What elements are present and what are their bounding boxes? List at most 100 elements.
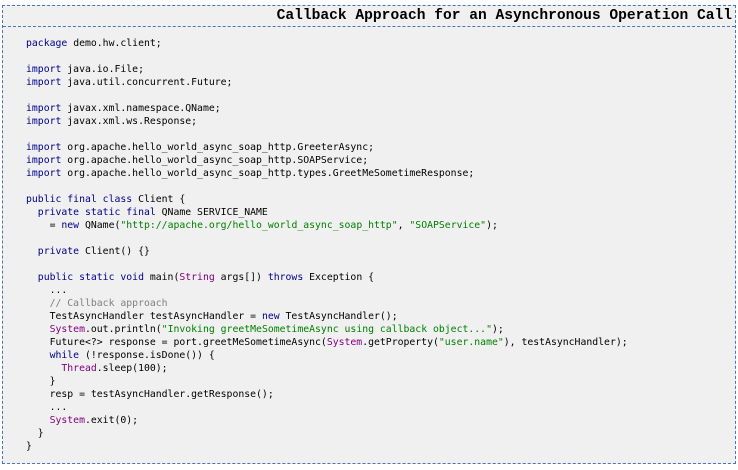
code-token: java.io.File; (61, 64, 144, 75)
panel-title: Callback Approach for an Asynchronous Op… (3, 6, 735, 27)
code-line: import java.io.File; (26, 63, 628, 76)
code-token: org.apache.hello_world_async_soap_http.G… (61, 142, 374, 153)
code-token: import (26, 116, 62, 127)
code-token (26, 324, 50, 335)
code-token (26, 415, 50, 426)
code-line: import javax.xml.namespace.QName; (26, 102, 628, 115)
code-token: "SOAPService" (409, 220, 487, 231)
code-token: main( (143, 272, 180, 283)
code-token: TestAsyncHandler testAsyncHandler = (26, 311, 262, 322)
code-token: Client { (132, 194, 186, 205)
code-token: } (26, 376, 56, 387)
code-token: String (179, 272, 215, 283)
code-line: Thread.sleep(100); (26, 362, 628, 375)
code-token: javax.xml.namespace.QName; (61, 103, 221, 114)
code-line: ... (26, 284, 628, 297)
code-line: } (26, 427, 628, 440)
code-token: private static final (37, 207, 156, 218)
code-line (26, 89, 628, 102)
code-token: resp = testAsyncHandler.getResponse(); (26, 389, 274, 400)
code-token: import (26, 77, 62, 88)
code-line: import java.util.concurrent.Future; (26, 76, 628, 89)
code-line: import org.apache.hello_world_async_soap… (26, 141, 628, 154)
code-token: } (26, 428, 44, 439)
code-token: Client() {} (79, 246, 150, 257)
code-token: org.apache.hello_world_async_soap_http.S… (61, 155, 369, 166)
code-token: ); (486, 220, 498, 231)
code-token (26, 298, 50, 309)
code-token: "Invoking greetMeSometimeAsync using cal… (161, 324, 492, 335)
code-token: package (26, 38, 68, 49)
code-line: import org.apache.hello_world_async_soap… (26, 167, 628, 180)
code-token: ), testAsyncHandler); (503, 337, 628, 348)
code-token: Thread (61, 363, 97, 374)
code-token: public final class (26, 194, 133, 205)
code-line: } (26, 375, 628, 388)
code-token: import (26, 155, 62, 166)
code-token: import (26, 103, 62, 114)
code-token: import (26, 64, 62, 75)
code-token: .exit(0); (84, 415, 139, 426)
code-line (26, 232, 628, 245)
code-block: package demo.hw.client; import java.io.Fi… (26, 37, 628, 453)
code-line: TestAsyncHandler testAsyncHandler = new … (26, 310, 628, 323)
code-line: import org.apache.hello_world_async_soap… (26, 154, 628, 167)
code-token: import (26, 168, 62, 179)
code-token: .getProperty( (362, 337, 439, 348)
code-token: } (26, 441, 32, 452)
code-token: javax.xml.ws.Response; (61, 116, 198, 127)
code-token: while (49, 350, 80, 361)
code-line: } (26, 440, 628, 453)
code-token: "http://apache.org/hello_world_async_soa… (120, 220, 398, 231)
code-example-panel: Callback Approach for an Asynchronous Op… (2, 5, 736, 464)
code-token: demo.hw.client; (67, 38, 162, 49)
code-token: System (49, 324, 85, 335)
code-token: .sleep(100); (96, 363, 168, 374)
code-token: Future<?> response = port.greetMeSometim… (26, 337, 327, 348)
code-token (26, 246, 38, 257)
code-token: import (26, 142, 62, 153)
code-token: args[]) (214, 272, 268, 283)
code-line: Future<?> response = port.greetMeSometim… (26, 336, 628, 349)
code-token: = (26, 220, 62, 231)
code-token: // Callback approach (49, 298, 168, 309)
code-line: System.out.println("Invoking greetMeSome… (26, 323, 628, 336)
code-line: private Client() {} (26, 245, 628, 258)
code-token: new (261, 311, 280, 322)
code-line: // Callback approach (26, 297, 628, 310)
code-token: ); (491, 324, 504, 335)
code-token: Exception { (303, 272, 375, 283)
code-token (26, 350, 50, 361)
code-token: .out.println( (84, 324, 162, 335)
code-token: (!response.isDone()) { (79, 350, 215, 361)
code-line: public final class Client { (26, 193, 628, 206)
code-token: QName SERVICE_NAME (155, 207, 268, 218)
code-token: java.util.concurrent.Future; (61, 77, 233, 88)
code-line: package demo.hw.client; (26, 37, 628, 50)
code-line: resp = testAsyncHandler.getResponse(); (26, 388, 628, 401)
code-line: import javax.xml.ws.Response; (26, 115, 628, 128)
code-token (26, 363, 61, 374)
code-line: System.exit(0); (26, 414, 628, 427)
code-line: = new QName("http://apache.org/hello_wor… (26, 219, 628, 232)
code-token: TestAsyncHandler(); (279, 311, 398, 322)
code-line: public static void main(String args[]) t… (26, 271, 628, 284)
code-token (26, 207, 38, 218)
code-token: public static void (37, 272, 144, 283)
code-token: System (49, 415, 85, 426)
code-token (26, 272, 38, 283)
code-token: private (37, 246, 80, 257)
code-token: ... (26, 402, 68, 413)
code-token: System (326, 337, 363, 348)
code-line: ... (26, 401, 628, 414)
code-line (26, 128, 628, 141)
code-token: org.apache.hello_world_async_soap_http.t… (61, 168, 475, 179)
code-line: while (!response.isDone()) { (26, 349, 628, 362)
code-line (26, 50, 628, 63)
code-line (26, 258, 628, 271)
code-line: private static final QName SERVICE_NAME (26, 206, 628, 219)
code-line (26, 180, 628, 193)
code-token: , (397, 220, 410, 231)
code-token: new (61, 220, 80, 231)
code-token: throws (267, 272, 304, 283)
